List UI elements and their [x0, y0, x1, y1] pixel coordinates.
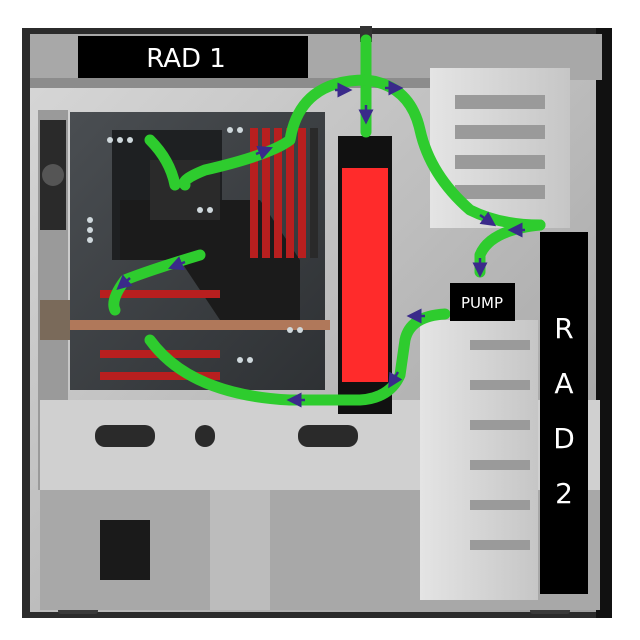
ram-slot-2 — [262, 128, 270, 258]
rad2-label-letter-r: R — [554, 312, 573, 345]
rad2-label-letter-a: A — [554, 367, 573, 400]
hdd-slot-2 — [470, 380, 530, 390]
psu-divider — [210, 490, 270, 610]
psu-bracket — [100, 520, 150, 580]
bay-slot-1 — [455, 95, 545, 109]
ram-slot-1 — [250, 128, 258, 258]
bay-slot-3 — [455, 155, 545, 169]
flow-arrows — [116, 80, 525, 408]
drive-bays — [420, 68, 570, 600]
ram-slot-5 — [298, 128, 306, 258]
hdd-slot-6 — [470, 540, 530, 550]
hdd-slot-5 — [470, 500, 530, 510]
hdd-slot-3 — [470, 420, 530, 430]
bay-slot-4 — [455, 185, 545, 199]
pump-label: PUMP — [450, 283, 515, 321]
cutout-3 — [298, 425, 358, 447]
flow-arrow-9 — [388, 371, 403, 389]
rad1-label-box — [78, 36, 308, 78]
rad2-label: R A D 2 — [540, 232, 588, 594]
copper-bridge — [70, 320, 330, 330]
optical-bay — [430, 68, 570, 228]
ram-slot-3 — [274, 128, 282, 258]
pcie-slot-4 — [100, 372, 220, 380]
fan-hub — [42, 164, 64, 186]
tube-gpu-lower — [144, 334, 296, 406]
reservoir — [338, 26, 392, 414]
top-rail-shadow — [30, 78, 430, 88]
pcie-slot-1 — [100, 290, 220, 298]
pump-label-box — [450, 283, 515, 321]
reservoir-coolant — [342, 168, 388, 382]
hdd-slot-4 — [470, 460, 530, 470]
ram-slot-6 — [310, 128, 318, 258]
tube-cpu-loop — [144, 134, 181, 191]
pump-label-text: PUMP — [461, 294, 503, 312]
capacitors — [87, 127, 303, 363]
bay-slot-2 — [455, 125, 545, 139]
cutout-2 — [195, 425, 215, 447]
rad2-label-letter-d: D — [553, 422, 575, 455]
flow-arrow-12 — [116, 274, 133, 290]
flow-arrow-11 — [168, 256, 186, 271]
rad1-label: RAD 1 — [78, 36, 308, 78]
rad2-label-number: 2 — [555, 477, 573, 510]
flow-arrow-4 — [255, 145, 273, 160]
rad2-label-box — [540, 232, 588, 594]
flow-arrow-5 — [479, 211, 497, 227]
ram-slot-4 — [286, 128, 294, 258]
cutout-1 — [95, 425, 155, 447]
hdd-slot-1 — [470, 340, 530, 350]
tube-rad2-to-pump — [474, 219, 546, 278]
rad1-label-text: RAD 1 — [146, 44, 226, 74]
